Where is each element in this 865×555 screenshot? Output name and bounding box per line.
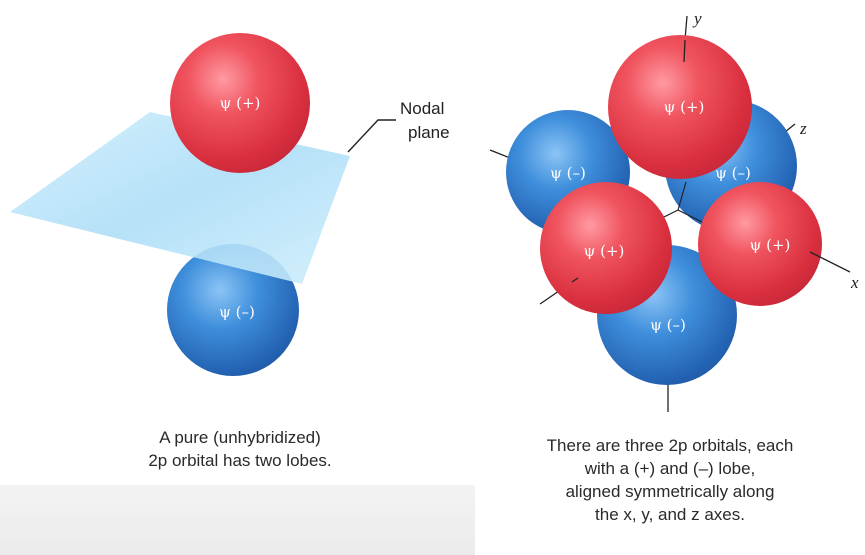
right-caption-line1: There are three 2p orbitals, each	[546, 436, 794, 455]
z-plus-label: ψ (+)	[584, 242, 625, 260]
nodal-plane-callout-line	[347, 119, 396, 153]
background-band	[0, 485, 475, 555]
top-lobe-label: ψ (+)	[220, 94, 261, 112]
z-axis-front	[571, 277, 579, 283]
left-caption: A pure (unhybridized) 2p orbital has two…	[90, 426, 390, 472]
y-axis-front	[683, 39, 686, 63]
bottom-lobe-negative	[167, 244, 299, 376]
top-lobe-positive	[170, 33, 310, 173]
nodal-plane-label-line1: Nodal	[400, 99, 444, 118]
left-panel: ψ (+) ψ (–) Nodal plane	[10, 33, 450, 376]
y-plus-label: ψ (+)	[664, 98, 705, 116]
x-plus-lobe	[698, 182, 822, 306]
x-minus-label: ψ (–)	[715, 164, 751, 182]
right-panel: ψ (+) ψ (–) ψ (–) ψ (+) ψ (+) ψ (–) y z …	[489, 9, 859, 412]
y-axis-label: y	[692, 9, 702, 28]
axis-center-y	[677, 181, 687, 211]
y-plus-lobe	[608, 35, 752, 179]
bottom-lobe-label: ψ (–)	[219, 303, 255, 321]
right-caption-line2: with a (+) and (–) lobe,	[584, 459, 756, 478]
nodal-plane-label-line2: plane	[408, 123, 450, 142]
x-axis-label: x	[850, 273, 859, 292]
x-plus-label: ψ (+)	[750, 236, 791, 254]
left-caption-line1: A pure (unhybridized)	[159, 428, 321, 447]
left-caption-line2: 2p orbital has two lobes.	[148, 451, 332, 470]
y-minus-label: ψ (–)	[650, 316, 686, 334]
z-axis-label: z	[799, 119, 807, 138]
x-axis-stub	[821, 257, 851, 273]
right-caption-line3: aligned symmetrically along	[565, 482, 775, 501]
right-caption: There are three 2p orbitals, each with a…	[480, 434, 860, 526]
z-minus-label: ψ (–)	[550, 164, 586, 182]
x-axis-front	[809, 251, 823, 259]
right-caption-line4: the x, y, and z axes.	[595, 505, 745, 524]
